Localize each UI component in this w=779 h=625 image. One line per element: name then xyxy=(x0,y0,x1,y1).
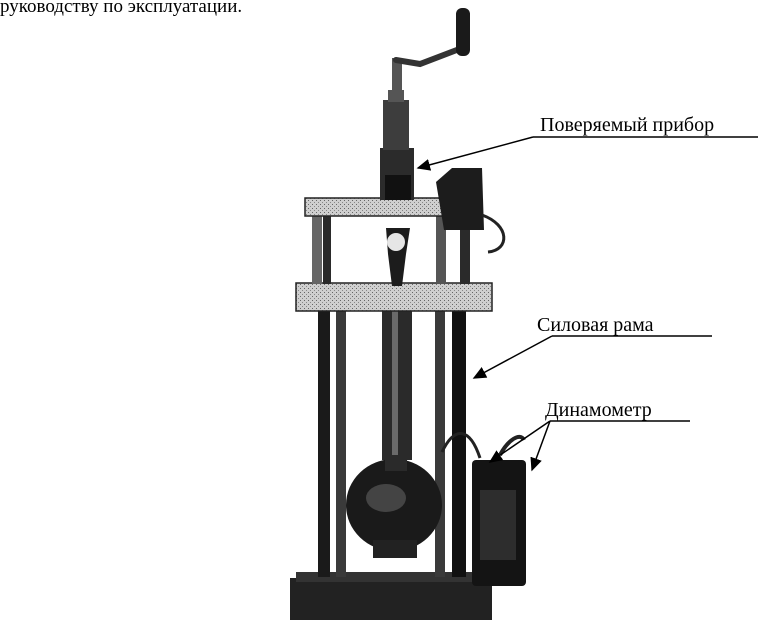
intro-text-fragment: руководству по эксплуатации. xyxy=(0,0,243,17)
crank-handle xyxy=(393,45,465,68)
callout-device-under-test: Поверяемый прибор xyxy=(540,114,715,136)
base-plate xyxy=(290,578,492,620)
frame-column-right-outer xyxy=(452,305,466,577)
mid-crossbeam xyxy=(295,282,493,312)
callout-dynamometer: Динамометр xyxy=(545,399,652,421)
frame-column-left-inner xyxy=(336,305,346,577)
frame-column-left-outer xyxy=(318,305,330,577)
callout-power-frame: Силовая рама xyxy=(537,314,654,336)
frame-column-right-inner xyxy=(435,305,445,577)
side-box-top xyxy=(436,168,484,230)
